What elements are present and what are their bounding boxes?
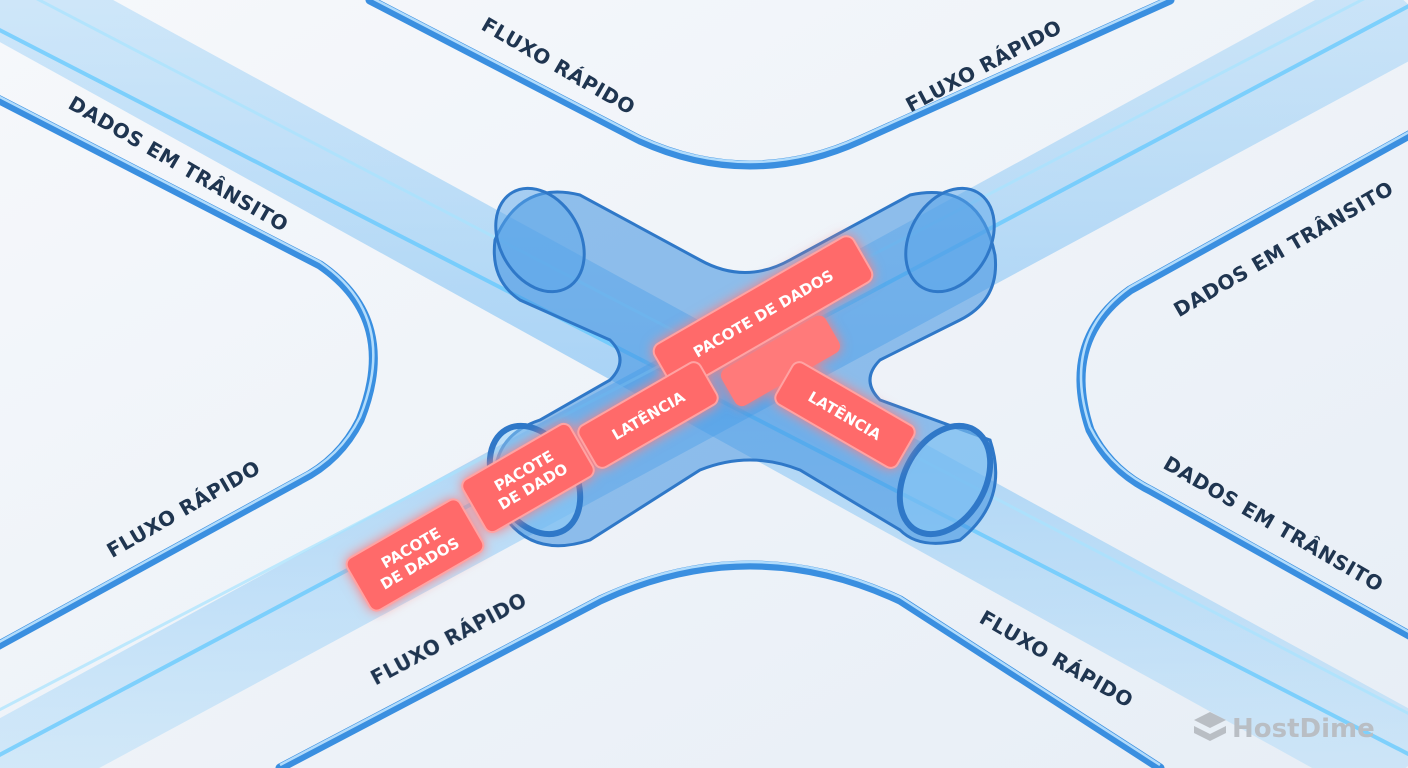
packet-mid-block xyxy=(720,315,841,407)
packet-outer: PACOTE DE DADOS xyxy=(345,498,485,612)
hostdime-logo-text: HostDime xyxy=(1232,714,1375,744)
pipe-top xyxy=(365,0,1175,170)
pipe-bottom xyxy=(275,560,1165,768)
hostdime-logo-icon xyxy=(1194,712,1226,741)
hostdime-logo: HostDime xyxy=(1194,712,1375,744)
